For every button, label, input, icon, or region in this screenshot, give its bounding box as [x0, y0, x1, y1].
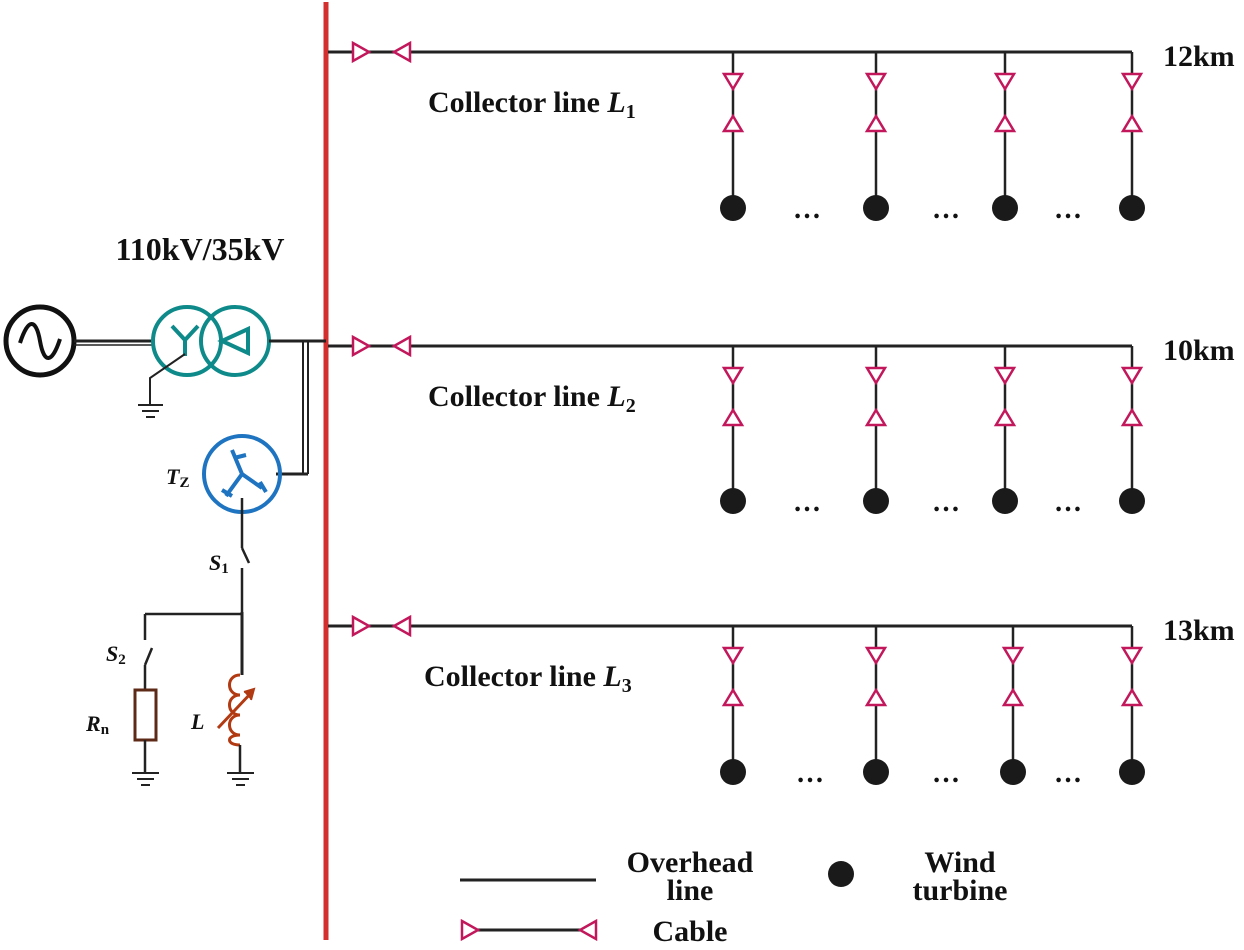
cable-terminal-icon — [864, 407, 888, 427]
cable-terminal-icon — [993, 407, 1017, 427]
cable-terminal-icon — [721, 407, 745, 427]
cable-terminal-icon — [993, 72, 1017, 92]
cable-terminal-icon — [1120, 687, 1144, 707]
wind-turbine-icon — [992, 195, 1018, 221]
feeder-name-label: Collector line L3 — [424, 660, 632, 697]
feeder-3: Collector line L3 13km … … … — [328, 614, 1235, 789]
cable-terminal-icon — [391, 334, 412, 358]
tz-label: TZ — [166, 464, 189, 491]
wind-turbine-icon — [863, 488, 889, 514]
cable-terminal-icon — [721, 366, 745, 386]
ellipsis-label: … — [796, 758, 824, 789]
cable-terminal-icon — [460, 918, 481, 942]
wind-turbine-icon — [992, 488, 1018, 514]
switch-s2-icon — [143, 614, 154, 690]
cable-terminal-icon — [721, 687, 745, 707]
ac-source-icon — [3, 304, 77, 378]
cable-terminal-icon — [1001, 646, 1025, 666]
cable-terminal-icon — [351, 614, 372, 638]
l-label: L — [190, 709, 204, 734]
legend-overhead-label-1: Overhead — [627, 846, 754, 879]
cable-terminal-icon — [721, 646, 745, 666]
feeder-length-label: 10km — [1163, 334, 1235, 367]
transformer-rating-label: 110kV/35kV — [116, 231, 285, 267]
legend: Overhead line Cable Wind turbine — [460, 846, 1008, 948]
wind-turbine-icon — [720, 759, 746, 785]
cable-terminal-icon — [864, 113, 888, 133]
ellipsis-label: … — [1054, 487, 1082, 518]
wind-turbine-icon — [863, 759, 889, 785]
cable-terminal-icon — [1120, 366, 1144, 386]
legend-turbine-label-1: Wind — [924, 846, 995, 879]
cable-terminal-icon — [721, 72, 745, 92]
legend-overhead-label-2: line — [667, 874, 714, 907]
cable-terminal-icon — [864, 366, 888, 386]
wind-turbine-icon — [720, 488, 746, 514]
resistor-rn-icon — [133, 688, 158, 742]
ellipsis-label: … — [1054, 194, 1082, 225]
cable-terminal-icon — [993, 113, 1017, 133]
two-winding-transformer-icon — [149, 305, 271, 405]
feeder-name-label: Collector line L1 — [428, 86, 636, 123]
ellipsis-label: … — [932, 487, 960, 518]
cable-terminal-icon — [391, 40, 412, 64]
wind-turbine-icon — [1119, 195, 1145, 221]
wind-turbine-icon — [720, 195, 746, 221]
legend-turbine-label-2: turbine — [912, 874, 1007, 907]
ellipsis-label: … — [1054, 758, 1082, 789]
cable-terminal-icon — [1120, 646, 1144, 666]
wind-turbine-icon — [863, 195, 889, 221]
wind-turbine-icon — [1000, 759, 1026, 785]
ellipsis-label: … — [932, 194, 960, 225]
ellipsis-label: … — [793, 194, 821, 225]
cable-terminal-icon — [351, 334, 372, 358]
wind-turbine-icon — [828, 861, 854, 887]
wind-turbine-icon — [1119, 759, 1145, 785]
legend-cable-label: Cable — [653, 915, 728, 948]
feeder-length-label: 12km — [1163, 40, 1235, 73]
s1-label: S1 — [209, 550, 229, 577]
ground-icon — [132, 772, 159, 786]
cable-terminal-icon — [351, 40, 372, 64]
cable-terminal-icon — [864, 687, 888, 707]
cable-terminal-icon — [1120, 407, 1144, 427]
wind-turbine-icon — [1119, 488, 1145, 514]
feeder-length-label: 13km — [1163, 614, 1235, 647]
cable-terminal-icon — [1120, 113, 1144, 133]
variable-inductor-icon — [216, 673, 256, 747]
ellipsis-label: … — [932, 758, 960, 789]
s2-label: S2 — [106, 641, 126, 668]
cable-terminal-icon — [864, 72, 888, 92]
cable-terminal-icon — [864, 646, 888, 666]
feeder-1: Collector line L1 12km … … … — [328, 40, 1235, 225]
rn-label: Rn — [85, 711, 110, 738]
feeder-2: Collector line L2 10km … … … — [328, 334, 1235, 518]
cable-terminal-icon — [1001, 687, 1025, 707]
cable-terminal-icon — [391, 614, 412, 638]
ellipsis-label: … — [793, 487, 821, 518]
cable-terminal-icon — [1120, 72, 1144, 92]
cable-terminal-icon — [721, 113, 745, 133]
cable-terminal-icon — [577, 918, 598, 942]
ground-icon — [227, 772, 254, 786]
feeder-name-label: Collector line L2 — [428, 380, 636, 417]
cable-terminal-icon — [993, 366, 1017, 386]
switch-s1-icon — [240, 547, 251, 612]
ground-icon — [138, 404, 163, 418]
